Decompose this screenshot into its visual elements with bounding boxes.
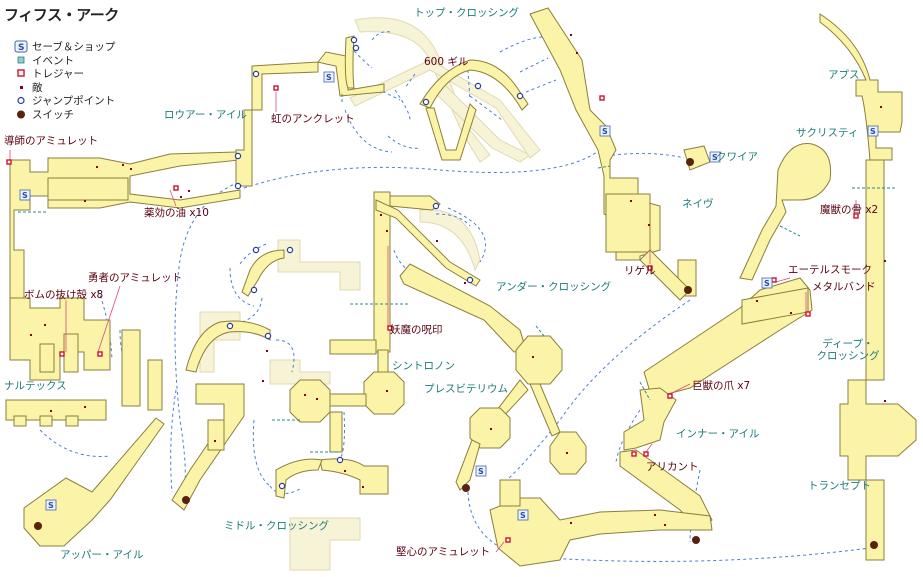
event-icon: [14, 54, 30, 67]
svg-text:S: S: [602, 127, 608, 136]
legend: S セーブ＆ショップ イベント トレジャー 敵 ジャンプポイント スイッチ: [14, 40, 115, 121]
area-label-narthex: ナルテックス: [4, 380, 67, 392]
area-label-inner-aisle: インナー・アイル: [676, 428, 760, 440]
svg-text:S: S: [870, 127, 876, 136]
item-label-gil-600: 600 ギル: [424, 56, 469, 68]
area-label-deep-crossing: ディープ・ クロッシング: [816, 338, 880, 362]
item-label-potion-oil: 薬効の油 x10: [144, 207, 209, 219]
svg-text:S: S: [48, 501, 54, 510]
svg-text:S: S: [22, 191, 28, 200]
legend-row-jump: ジャンプポイント: [14, 94, 115, 108]
svg-text:S: S: [18, 43, 24, 53]
item-label-rainbow-anklet: 虹のアンクレット: [271, 113, 355, 125]
area-label-cintronon: シントロノン: [392, 360, 455, 372]
legend-label-event: イベント: [32, 54, 74, 67]
area-label-middle-crossing: ミドル・クロッシング: [224, 520, 329, 532]
switch-icon: [14, 108, 30, 121]
treasure-icon: [14, 67, 30, 80]
item-label-bomb-shell: ボムの抜け殻 x8: [24, 289, 104, 301]
area-label-quire: クワイア: [716, 151, 758, 163]
svg-text:S: S: [326, 73, 332, 82]
switch-markers: [34, 158, 878, 549]
item-label-beast-claw: 巨獣の爪 x7: [692, 380, 751, 392]
leader-lines: [9, 92, 857, 553]
area-label-nave: ネイヴ: [682, 198, 714, 210]
area-label-presbyterium: プレスビテリウム: [424, 383, 508, 395]
area-label-lower-aisle: ロウアー・アイル: [164, 109, 247, 121]
item-label-steadfast-amulet: 堅心のアミュレット: [396, 546, 491, 558]
legend-row-treasure: トレジャー: [14, 67, 115, 81]
enemy-icon: [14, 81, 30, 94]
legend-label-switch: スイッチ: [32, 108, 74, 121]
area-label-upper-aisle: アッパー・アイル: [60, 549, 144, 561]
svg-text:S: S: [520, 511, 526, 520]
legend-label-jump: ジャンプポイント: [32, 95, 116, 108]
legend-label-treasure: トレジャー: [32, 68, 84, 81]
svg-text:S: S: [478, 467, 484, 476]
jump-point-icon: [14, 94, 30, 107]
enemy-markers: [30, 34, 886, 526]
item-label-ether-smoke: エーテルスモーク: [788, 264, 872, 276]
item-label-hero-amulet: 勇者のアミュレット: [88, 272, 183, 284]
item-label-alicant: アリカント: [646, 461, 699, 473]
legend-row-save: S セーブ＆ショップ: [14, 40, 115, 54]
map-title: フィフス・アーク: [4, 6, 119, 24]
area-label-under-crossing: アンダー・クロッシング: [496, 281, 612, 293]
item-label-guide-amulet: 導師のアミュレット: [4, 135, 99, 147]
area-label-sacristy: サクリスティ: [796, 127, 859, 139]
legend-label-enemy: 敵: [32, 81, 43, 94]
legend-row-event: イベント: [14, 54, 115, 68]
svg-text:S: S: [764, 279, 770, 288]
svg-text:S: S: [712, 153, 718, 162]
item-label-demon-bone: 魔獣の骨 x2: [820, 204, 879, 216]
legend-row-switch: スイッチ: [14, 108, 115, 122]
area-label-apse: アプス: [828, 69, 860, 81]
area-label-top-crossing: トップ・クロッシング: [414, 7, 519, 19]
legend-row-enemy: 敵: [14, 81, 115, 95]
area-boundaries: [18, 94, 896, 453]
rooms: [5, 7, 917, 567]
item-label-rigel: リゲル: [624, 265, 656, 277]
area-label-transept: トランセプト: [808, 480, 871, 492]
ghost-layer: [199, 17, 541, 571]
legend-label-save: セーブ＆ショップ: [32, 41, 116, 54]
jump-markers: [226, 36, 524, 490]
item-label-demon-seal: 妖魔の呪印: [390, 324, 443, 336]
save-markers: S S S S S S S S S: [19, 71, 879, 521]
item-label-metal-band: メタルバンド: [812, 281, 876, 293]
treasure-markers: [6, 85, 859, 543]
save-shop-icon: S: [14, 40, 30, 53]
